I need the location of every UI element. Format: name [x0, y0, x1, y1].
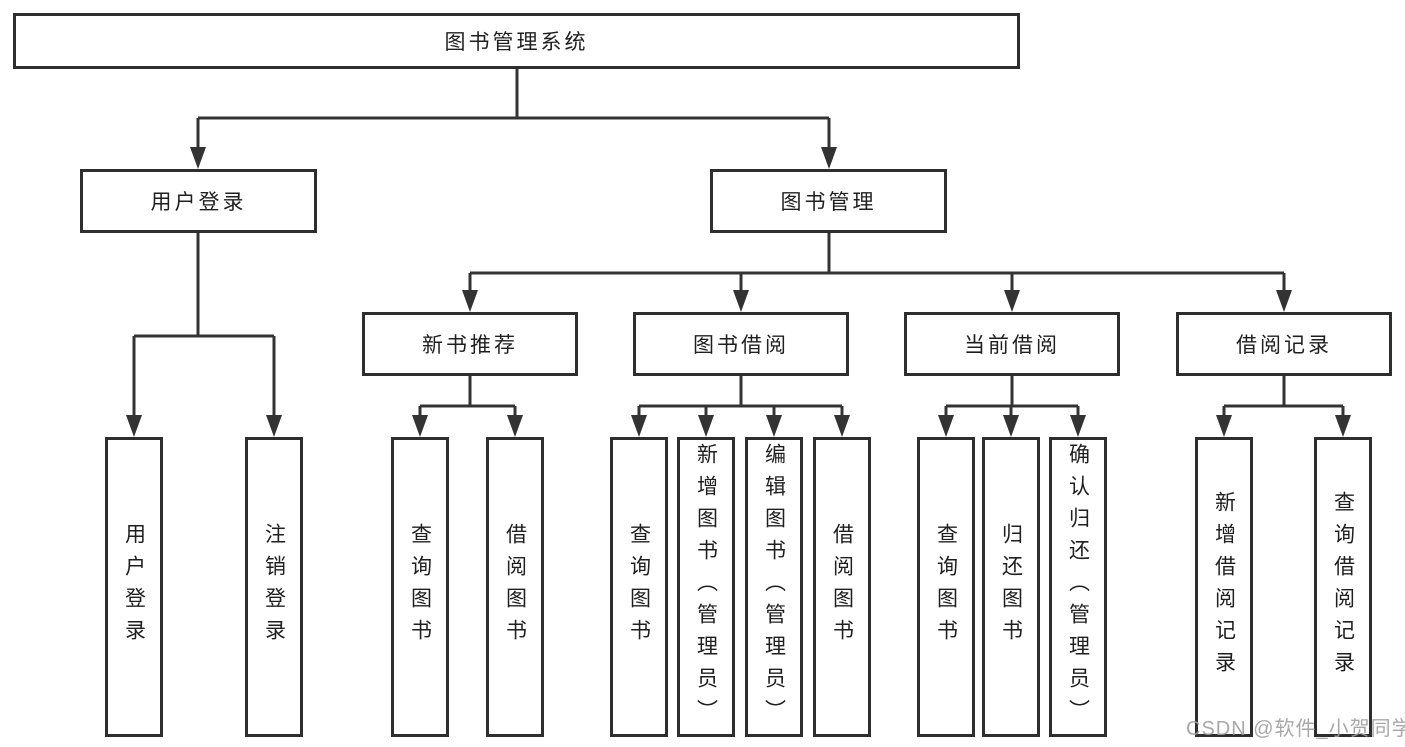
leaf-query-books: 查询图书 — [917, 437, 975, 737]
leaf-query-borrow-record: 查询借阅记录 — [1314, 437, 1372, 737]
leaf-borrow-books: 借阅图书 — [486, 437, 544, 737]
connector-new-book-to-leaves — [418, 376, 517, 417]
node-label: 查询图书 — [934, 523, 958, 651]
node-label: 用户登录 — [122, 523, 146, 651]
node-label: 查询图书 — [408, 523, 432, 651]
node-borrowing-records: 借阅记录 — [1176, 312, 1392, 376]
connector-current-borrow-to-leaves — [944, 376, 1080, 417]
connector-root-to-level2 — [196, 69, 831, 149]
leaf-logout: 注销登录 — [245, 437, 303, 737]
node-book-management: 图书管理 — [710, 169, 947, 233]
node-label: 确认归还（管理员） — [1066, 443, 1090, 731]
connector-book-management-to-level3 — [468, 233, 1286, 292]
leaf-borrow-books: 借阅图书 — [813, 437, 871, 737]
csdn-watermark: CSDN @软件_小贺同学 — [1186, 718, 1405, 740]
leaf-query-books: 查询图书 — [610, 437, 668, 737]
node-label: 编辑图书（管理员） — [762, 443, 786, 731]
node-label: 图书借阅 — [693, 334, 789, 357]
connector-borrow-records-to-leaves — [1222, 376, 1345, 417]
leaf-add-borrow-record: 新增借阅记录 — [1195, 437, 1253, 737]
leaf-user-login: 用户登录 — [105, 437, 163, 737]
node-label: 当前借阅 — [964, 334, 1060, 357]
node-book-borrowing: 图书借阅 — [633, 312, 849, 376]
node-label: 注销登录 — [262, 523, 286, 651]
leaf-query-books: 查询图书 — [391, 437, 449, 737]
node-user-login: 用户登录 — [80, 169, 317, 233]
node-label: 查询借阅记录 — [1331, 491, 1355, 683]
node-current-borrowing: 当前借阅 — [904, 312, 1120, 376]
node-new-book-recommendation: 新书推荐 — [362, 312, 578, 376]
connector-user-login-to-leaves — [132, 233, 276, 417]
node-label: 借阅记录 — [1236, 334, 1332, 357]
node-label: 新增借阅记录 — [1212, 491, 1236, 683]
node-label: 图书管理 — [780, 191, 877, 214]
node-library-management-system: 图书管理系统 — [13, 13, 1020, 69]
node-label: 用户登录 — [150, 191, 247, 214]
connector-book-borrow-to-leaves — [637, 376, 844, 417]
node-label: 新书推荐 — [422, 334, 518, 357]
leaf-add-books-admin: 新增图书（管理员） — [677, 437, 735, 737]
node-label: 借阅图书 — [830, 523, 854, 651]
node-label: 图书管理系统 — [444, 31, 589, 54]
node-label: 借阅图书 — [503, 523, 527, 651]
node-label: 归还图书 — [999, 523, 1023, 651]
leaf-return-books: 归还图书 — [982, 437, 1040, 737]
node-label: 查询图书 — [627, 523, 651, 651]
leaf-edit-books-admin: 编辑图书（管理员） — [745, 437, 803, 737]
leaf-confirm-return-admin: 确认归还（管理员） — [1049, 437, 1107, 737]
arrowheads — [126, 147, 1351, 437]
node-label: 新增图书（管理员） — [694, 443, 718, 731]
